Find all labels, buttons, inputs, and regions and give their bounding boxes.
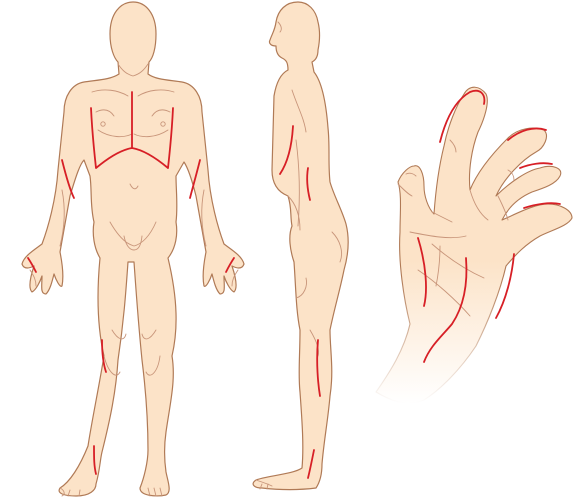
side-body-details bbox=[255, 21, 343, 490]
side-body-figure bbox=[252, 1, 349, 491]
front-body-incisions bbox=[27, 91, 235, 475]
front-body-details bbox=[29, 63, 239, 497]
hand-figure bbox=[375, 86, 573, 404]
hand-details bbox=[397, 139, 515, 317]
front-body-figure bbox=[21, 1, 245, 497]
side-body-silhouette bbox=[252, 1, 349, 491]
hand-incisions bbox=[417, 89, 561, 363]
front-body-silhouette bbox=[21, 1, 245, 497]
side-body-incisions bbox=[279, 125, 321, 479]
hand-silhouette bbox=[375, 86, 573, 404]
